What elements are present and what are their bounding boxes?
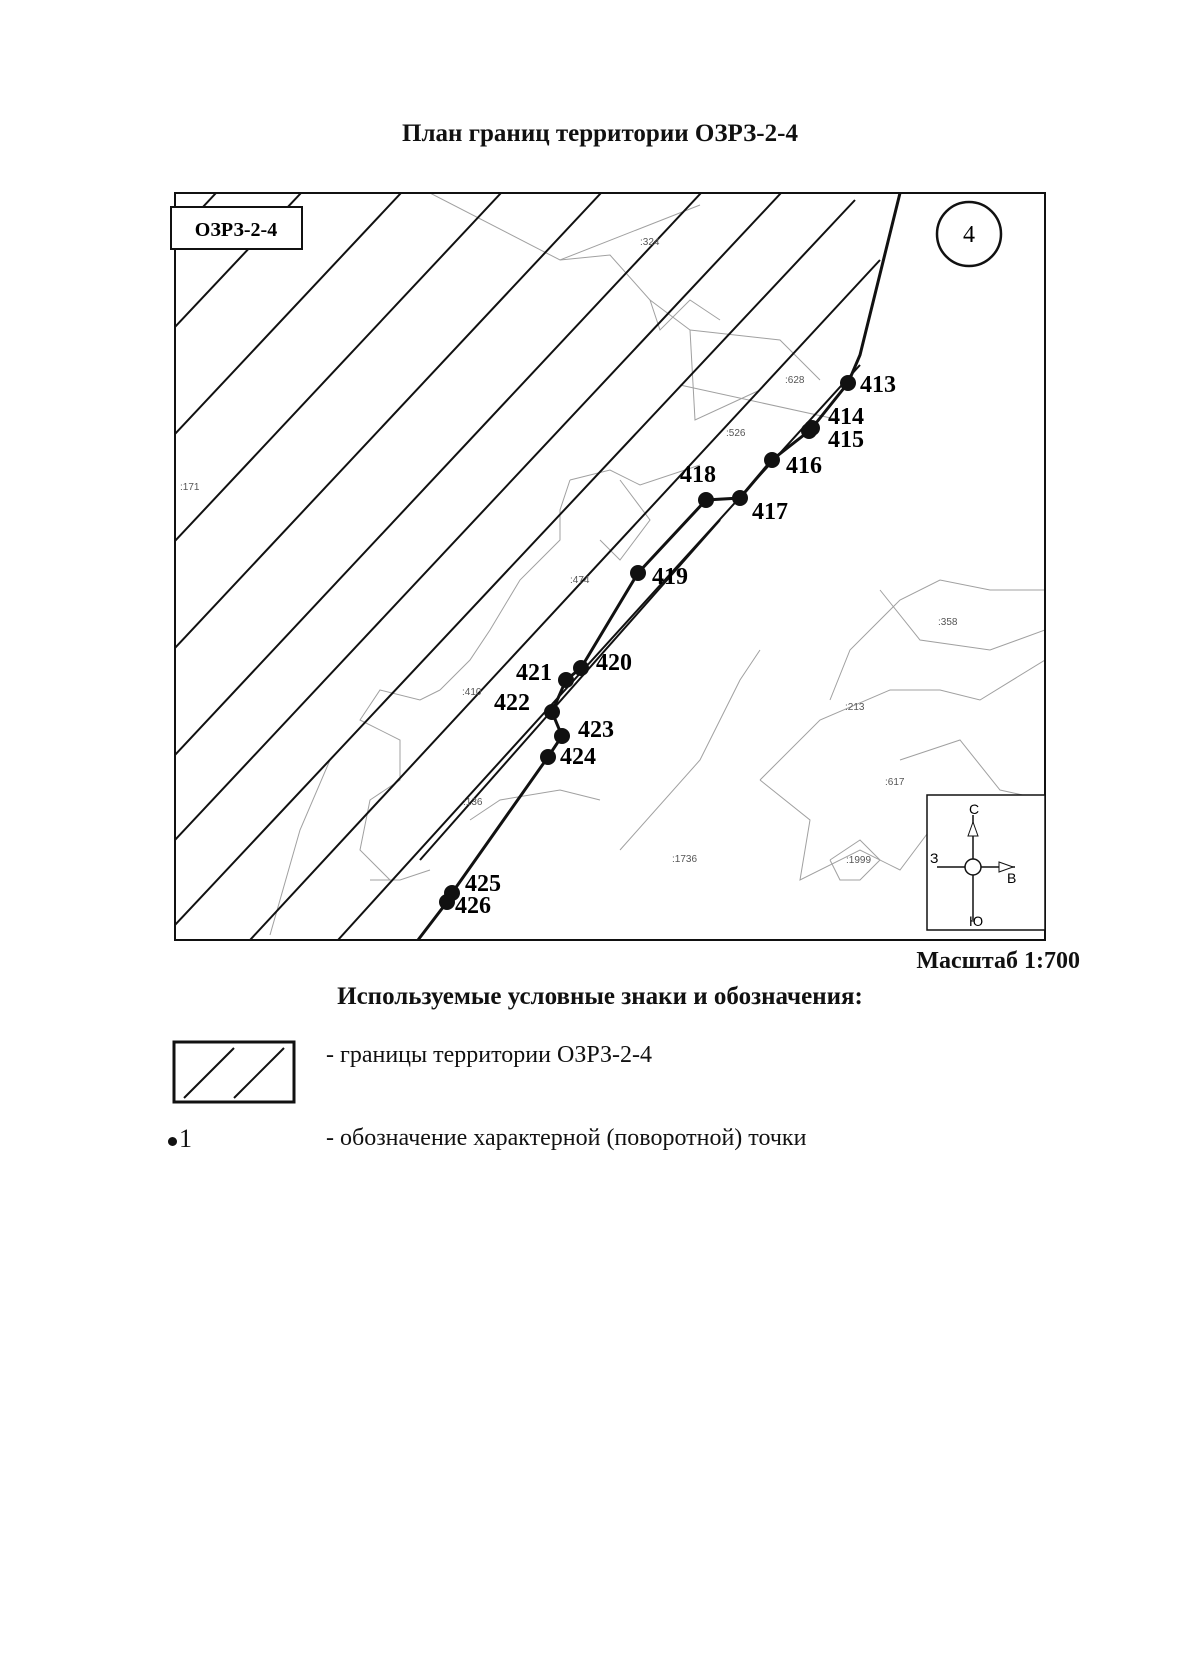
- point-label-420: 420: [596, 650, 632, 676]
- svg-text:ОЗРЗ-2-4: ОЗРЗ-2-4: [195, 219, 277, 241]
- boundary-point-426: [439, 894, 455, 910]
- point-label-418: 418: [680, 462, 716, 488]
- map-frame: [174, 192, 1046, 941]
- boundary-point-417: [732, 490, 748, 506]
- parcel-label: :1736: [672, 854, 697, 865]
- boundary-point-424: [540, 749, 556, 765]
- parcel-label: :358: [938, 617, 958, 628]
- point-label-424: 424: [560, 744, 596, 770]
- boundary-point-422: [544, 704, 560, 720]
- legend-item-point: - обозначение характерной (поворотной) т…: [326, 1125, 807, 1151]
- point-label-421: 421: [516, 660, 552, 686]
- boundary-point-415: [801, 423, 817, 439]
- boundary-point-416: [764, 452, 780, 468]
- point-label-414: 414: [828, 404, 864, 430]
- boundary-point-423: [554, 728, 570, 744]
- point-label-415: 415: [828, 427, 864, 453]
- legend-title: Используемые условные знаки и обозначени…: [337, 983, 863, 1010]
- point-label-413: 413: [860, 372, 896, 398]
- page-title: План границ территории ОЗРЗ-2-4: [402, 120, 798, 147]
- parcel-label: :617: [885, 777, 905, 788]
- legend-hatch-symbol: [172, 1040, 296, 1104]
- point-label-416: 416: [786, 453, 822, 479]
- parcel-label: :1999: [846, 855, 871, 866]
- boundary-point-421: [558, 672, 574, 688]
- sheet-number: 4: [935, 200, 1003, 268]
- boundary-point-419: [630, 565, 646, 581]
- point-label-417: 417: [752, 499, 788, 525]
- point-dot-icon: [168, 1136, 177, 1146]
- point-label-425: 425: [465, 871, 501, 897]
- svg-text:Ю: Ю: [969, 913, 983, 929]
- scale-label: Масштаб 1:700: [916, 948, 1080, 974]
- parcel-label: :474: [570, 575, 590, 586]
- compass-rose: С З В Ю: [926, 794, 1046, 931]
- parcel-label: :136: [463, 797, 483, 808]
- boundary-point-420: [573, 660, 589, 676]
- parcel-label: :628: [785, 375, 805, 386]
- zone-hatching: [175, 193, 881, 940]
- parcel-label: :410: [462, 687, 482, 698]
- svg-text:В: В: [1007, 870, 1016, 886]
- point-label-422: 422: [494, 690, 530, 716]
- parcel-label: :213: [845, 702, 865, 713]
- parcel-label: :526: [726, 428, 746, 439]
- svg-text:4: 4: [963, 222, 975, 248]
- parcel-label: :324: [640, 237, 660, 248]
- legend-item-boundary: - границы территории ОЗРЗ-2-4: [326, 1042, 652, 1068]
- point-label-419: 419: [652, 564, 688, 590]
- boundary-point-413: [840, 375, 856, 391]
- zone-label: ОЗРЗ-2-4: [170, 206, 303, 250]
- boundary-point-418: [698, 492, 714, 508]
- legend-point-symbol: 1: [168, 1124, 192, 1154]
- point-label-423: 423: [578, 717, 614, 743]
- parcel-label: :171: [180, 482, 200, 493]
- point-label-426: 426: [455, 893, 491, 919]
- svg-text:С: С: [969, 801, 979, 817]
- svg-text:З: З: [930, 850, 938, 866]
